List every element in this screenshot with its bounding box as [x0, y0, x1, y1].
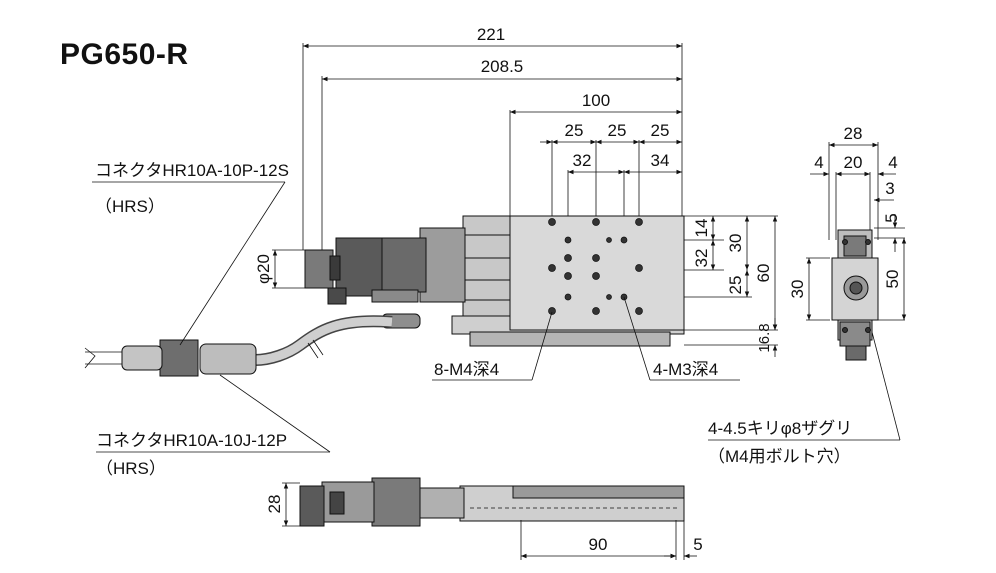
dim-25-c: 25 — [651, 121, 670, 140]
hole-note-label: （M4用ボルト穴） — [708, 447, 851, 466]
side-dim-4-right: 4 — [888, 153, 897, 172]
connector-1-name: コネクタHR10A-10P-12S — [95, 161, 289, 180]
connector-1-maker: （HRS） — [95, 197, 165, 216]
leader-lines — [92, 181, 901, 453]
dim-100: 100 — [582, 91, 610, 110]
side-dim-4-left: 4 — [814, 153, 823, 172]
table-holes — [548, 218, 643, 315]
product-title: PG650-R — [60, 38, 189, 71]
dim-phi20: φ20 — [254, 254, 273, 284]
bottom-dim-90: 90 — [589, 535, 608, 554]
bottom-dim-5: 5 — [693, 535, 702, 554]
dim-25-a: 25 — [565, 121, 584, 140]
side-dim-50: 50 — [883, 270, 902, 289]
dim-34: 34 — [651, 151, 670, 170]
side-dim-5: 5 — [882, 213, 901, 222]
connector-2-maker: （HRS） — [96, 459, 166, 478]
dim-32: 32 — [573, 151, 592, 170]
dim-16-8: 16.8 — [756, 323, 773, 352]
dim-32-vertical: 32 — [692, 249, 711, 268]
dim-25-vertical: 25 — [726, 276, 745, 295]
side-dim-20: 20 — [844, 153, 863, 172]
bottom-dim-28: 28 — [265, 495, 284, 514]
bottom-dimension-lines — [282, 482, 697, 560]
cable-assembly — [84, 315, 393, 377]
tap-m4-label: 8-M4深4 — [434, 360, 499, 379]
side-dim-28: 28 — [844, 124, 863, 143]
stage-top-view — [304, 215, 685, 347]
dim-25-b: 25 — [608, 121, 627, 140]
top-dimension-lines — [272, 43, 778, 357]
callout-labels: コネクタHR10A-10P-12S （HRS） コネクタHR10A-10J-12… — [95, 161, 852, 478]
tap-m3-label: 4-M3深4 — [653, 360, 718, 379]
hole-spec-label: 4-4.5キリφ8ザグリ — [708, 419, 852, 438]
dim-14: 14 — [692, 219, 711, 238]
stage-side-view — [831, 229, 879, 361]
dim-30-vertical: 30 — [726, 234, 745, 253]
side-dim-30: 30 — [788, 280, 807, 299]
dimension-labels: 221 208.5 100 25 25 25 32 34 14 32 30 25… — [254, 25, 902, 554]
side-dimension-lines — [806, 142, 907, 321]
stage-bottom-view — [299, 477, 685, 527]
connector-2-name: コネクタHR10A-10J-12P — [96, 431, 287, 450]
dim-60-vertical: 60 — [754, 264, 773, 283]
dim-221: 221 — [477, 25, 505, 44]
side-dim-3: 3 — [885, 179, 894, 198]
dim-208-5: 208.5 — [481, 57, 524, 76]
